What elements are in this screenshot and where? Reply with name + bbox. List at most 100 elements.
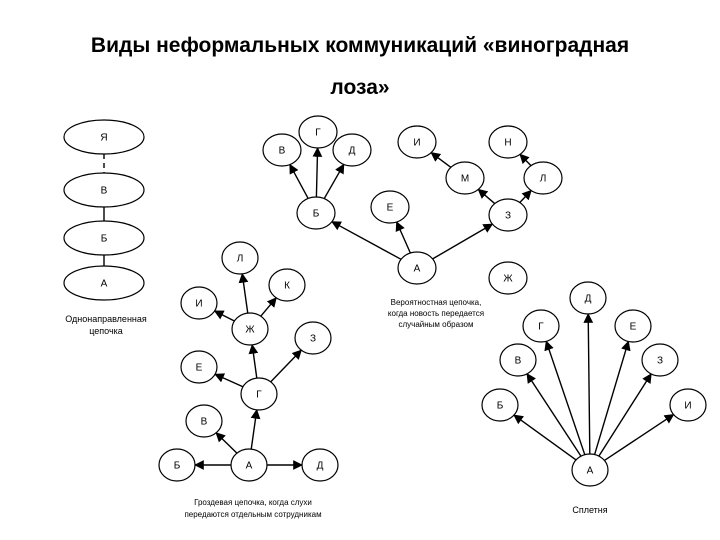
edge-gossip-7-to-gossip-4 bbox=[598, 373, 652, 457]
node-prob-0: Г bbox=[298, 115, 338, 149]
probability-caption-line-3: случайным образом bbox=[398, 320, 473, 329]
node-shape bbox=[614, 309, 652, 343]
node-cluster-0: Л bbox=[221, 241, 259, 275]
node-cluster-5: Е bbox=[180, 350, 218, 384]
node-prob-8: Б bbox=[296, 196, 336, 230]
node-shape bbox=[488, 261, 528, 295]
node-label: Ж bbox=[245, 325, 255, 336]
node-label: И bbox=[195, 299, 202, 310]
node-shape bbox=[240, 377, 278, 411]
edge-cluster-3-to-cluster-1 bbox=[260, 297, 277, 317]
probability-caption-line-1: Вероятностная цепочка, bbox=[391, 298, 482, 307]
node-label: Б bbox=[313, 209, 320, 220]
gossip-caption-line-1: Сплетня bbox=[572, 505, 607, 515]
edge-cluster-3-to-cluster-2 bbox=[213, 310, 235, 322]
node-gossip-3: В bbox=[499, 343, 537, 377]
edge-gossip-7-to-gossip-0 bbox=[583, 313, 594, 455]
node-shape bbox=[231, 312, 269, 346]
node-shape bbox=[397, 251, 437, 285]
node-label: Е bbox=[387, 203, 394, 214]
node-gossip-4: З bbox=[641, 343, 679, 377]
node-shape bbox=[230, 448, 268, 482]
node-label: Б bbox=[174, 461, 181, 472]
node-chain-2: Б bbox=[63, 220, 145, 256]
edge-cluster-9-to-cluster-6 bbox=[250, 408, 261, 450]
edge-gossip-7-to-gossip-1 bbox=[544, 340, 586, 455]
node-cluster-4: З bbox=[294, 321, 332, 355]
node-cluster-8: Б bbox=[158, 448, 196, 482]
page-title-line-1: Виды неформальных коммуникаций «виноград… bbox=[90, 34, 630, 57]
node-label: Г bbox=[538, 322, 544, 333]
node-shape bbox=[158, 448, 196, 482]
node-gossip-6: И bbox=[669, 388, 707, 422]
node-prob-1: В bbox=[262, 133, 302, 167]
node-shape bbox=[63, 119, 145, 155]
node-label: Е bbox=[196, 363, 203, 374]
node-shape bbox=[397, 125, 437, 159]
node-shape bbox=[488, 125, 528, 159]
node-label: Б bbox=[101, 234, 108, 245]
edge-cluster-6-to-cluster-3 bbox=[248, 343, 259, 379]
node-label: Д bbox=[349, 146, 356, 157]
edge-prob-8-to-prob-2 bbox=[323, 163, 345, 199]
node-shape bbox=[63, 265, 145, 301]
node-label: В bbox=[515, 356, 522, 367]
edge-cluster-3-to-cluster-0 bbox=[238, 272, 249, 314]
node-cluster-7: В bbox=[185, 404, 223, 438]
chain-caption-line-2: цепочка bbox=[89, 326, 123, 336]
node-label: И bbox=[684, 401, 691, 412]
node-shape bbox=[301, 448, 339, 482]
edge-prob-9-to-prob-5 bbox=[477, 188, 496, 205]
node-prob-3: И bbox=[397, 125, 437, 159]
edge-gossip-7-to-gossip-5 bbox=[513, 414, 577, 461]
node-label: А bbox=[101, 279, 108, 290]
node-shape bbox=[669, 388, 707, 422]
node-shape bbox=[294, 321, 332, 355]
node-shape bbox=[571, 453, 609, 487]
node-gossip-2: Е bbox=[614, 309, 652, 343]
node-label: Д bbox=[585, 294, 592, 305]
node-shape bbox=[296, 196, 336, 230]
node-label: В bbox=[201, 417, 208, 428]
node-shape bbox=[262, 133, 302, 167]
node-label: Л bbox=[237, 254, 244, 265]
node-shape bbox=[499, 343, 537, 377]
node-cluster-9: А bbox=[230, 448, 268, 482]
node-cluster-1: К bbox=[268, 268, 306, 302]
node-prob-4: Н bbox=[488, 125, 528, 159]
edge-prob-10-to-prob-7 bbox=[395, 221, 412, 254]
edge-gossip-7-to-gossip-3 bbox=[526, 373, 582, 457]
node-prob-5: М bbox=[445, 161, 485, 195]
node-gossip-0: Д bbox=[569, 281, 607, 315]
edge-prob-6-to-prob-4 bbox=[519, 153, 532, 167]
node-label: Н bbox=[504, 138, 511, 149]
node-shape bbox=[488, 198, 528, 232]
node-label: Б bbox=[497, 401, 504, 412]
edge-prob-10-to-prob-9 bbox=[432, 223, 494, 260]
node-label: Г bbox=[315, 128, 321, 139]
node-label: В bbox=[279, 146, 286, 157]
node-label: В bbox=[101, 186, 108, 197]
node-label: З bbox=[505, 211, 511, 222]
node-shape bbox=[180, 286, 218, 320]
node-cluster-6: Г bbox=[240, 377, 278, 411]
node-chain-3: А bbox=[63, 265, 145, 301]
node-cluster-3: Ж bbox=[231, 312, 269, 346]
node-shape bbox=[569, 281, 607, 315]
node-prob-11: Ж bbox=[488, 261, 528, 295]
node-label: Ж bbox=[503, 274, 513, 285]
node-label: Я bbox=[100, 133, 107, 144]
node-label: А bbox=[587, 466, 594, 477]
node-label: К bbox=[284, 281, 290, 292]
edge-cluster-6-to-cluster-5 bbox=[214, 373, 244, 388]
chain-caption-line-1: Однонаправленная bbox=[65, 314, 147, 324]
node-shape bbox=[445, 161, 485, 195]
node-shape bbox=[63, 220, 145, 256]
node-label: Г bbox=[256, 390, 262, 401]
node-prob-2: Д bbox=[332, 133, 372, 167]
edge-prob-5-to-prob-3 bbox=[430, 152, 452, 168]
node-prob-7: Е bbox=[370, 190, 410, 224]
node-label: З bbox=[657, 356, 663, 367]
page-title-line-2: лоза» bbox=[330, 76, 390, 99]
cluster-caption-line-2: передаются отдельным сотрудникам bbox=[184, 510, 321, 519]
